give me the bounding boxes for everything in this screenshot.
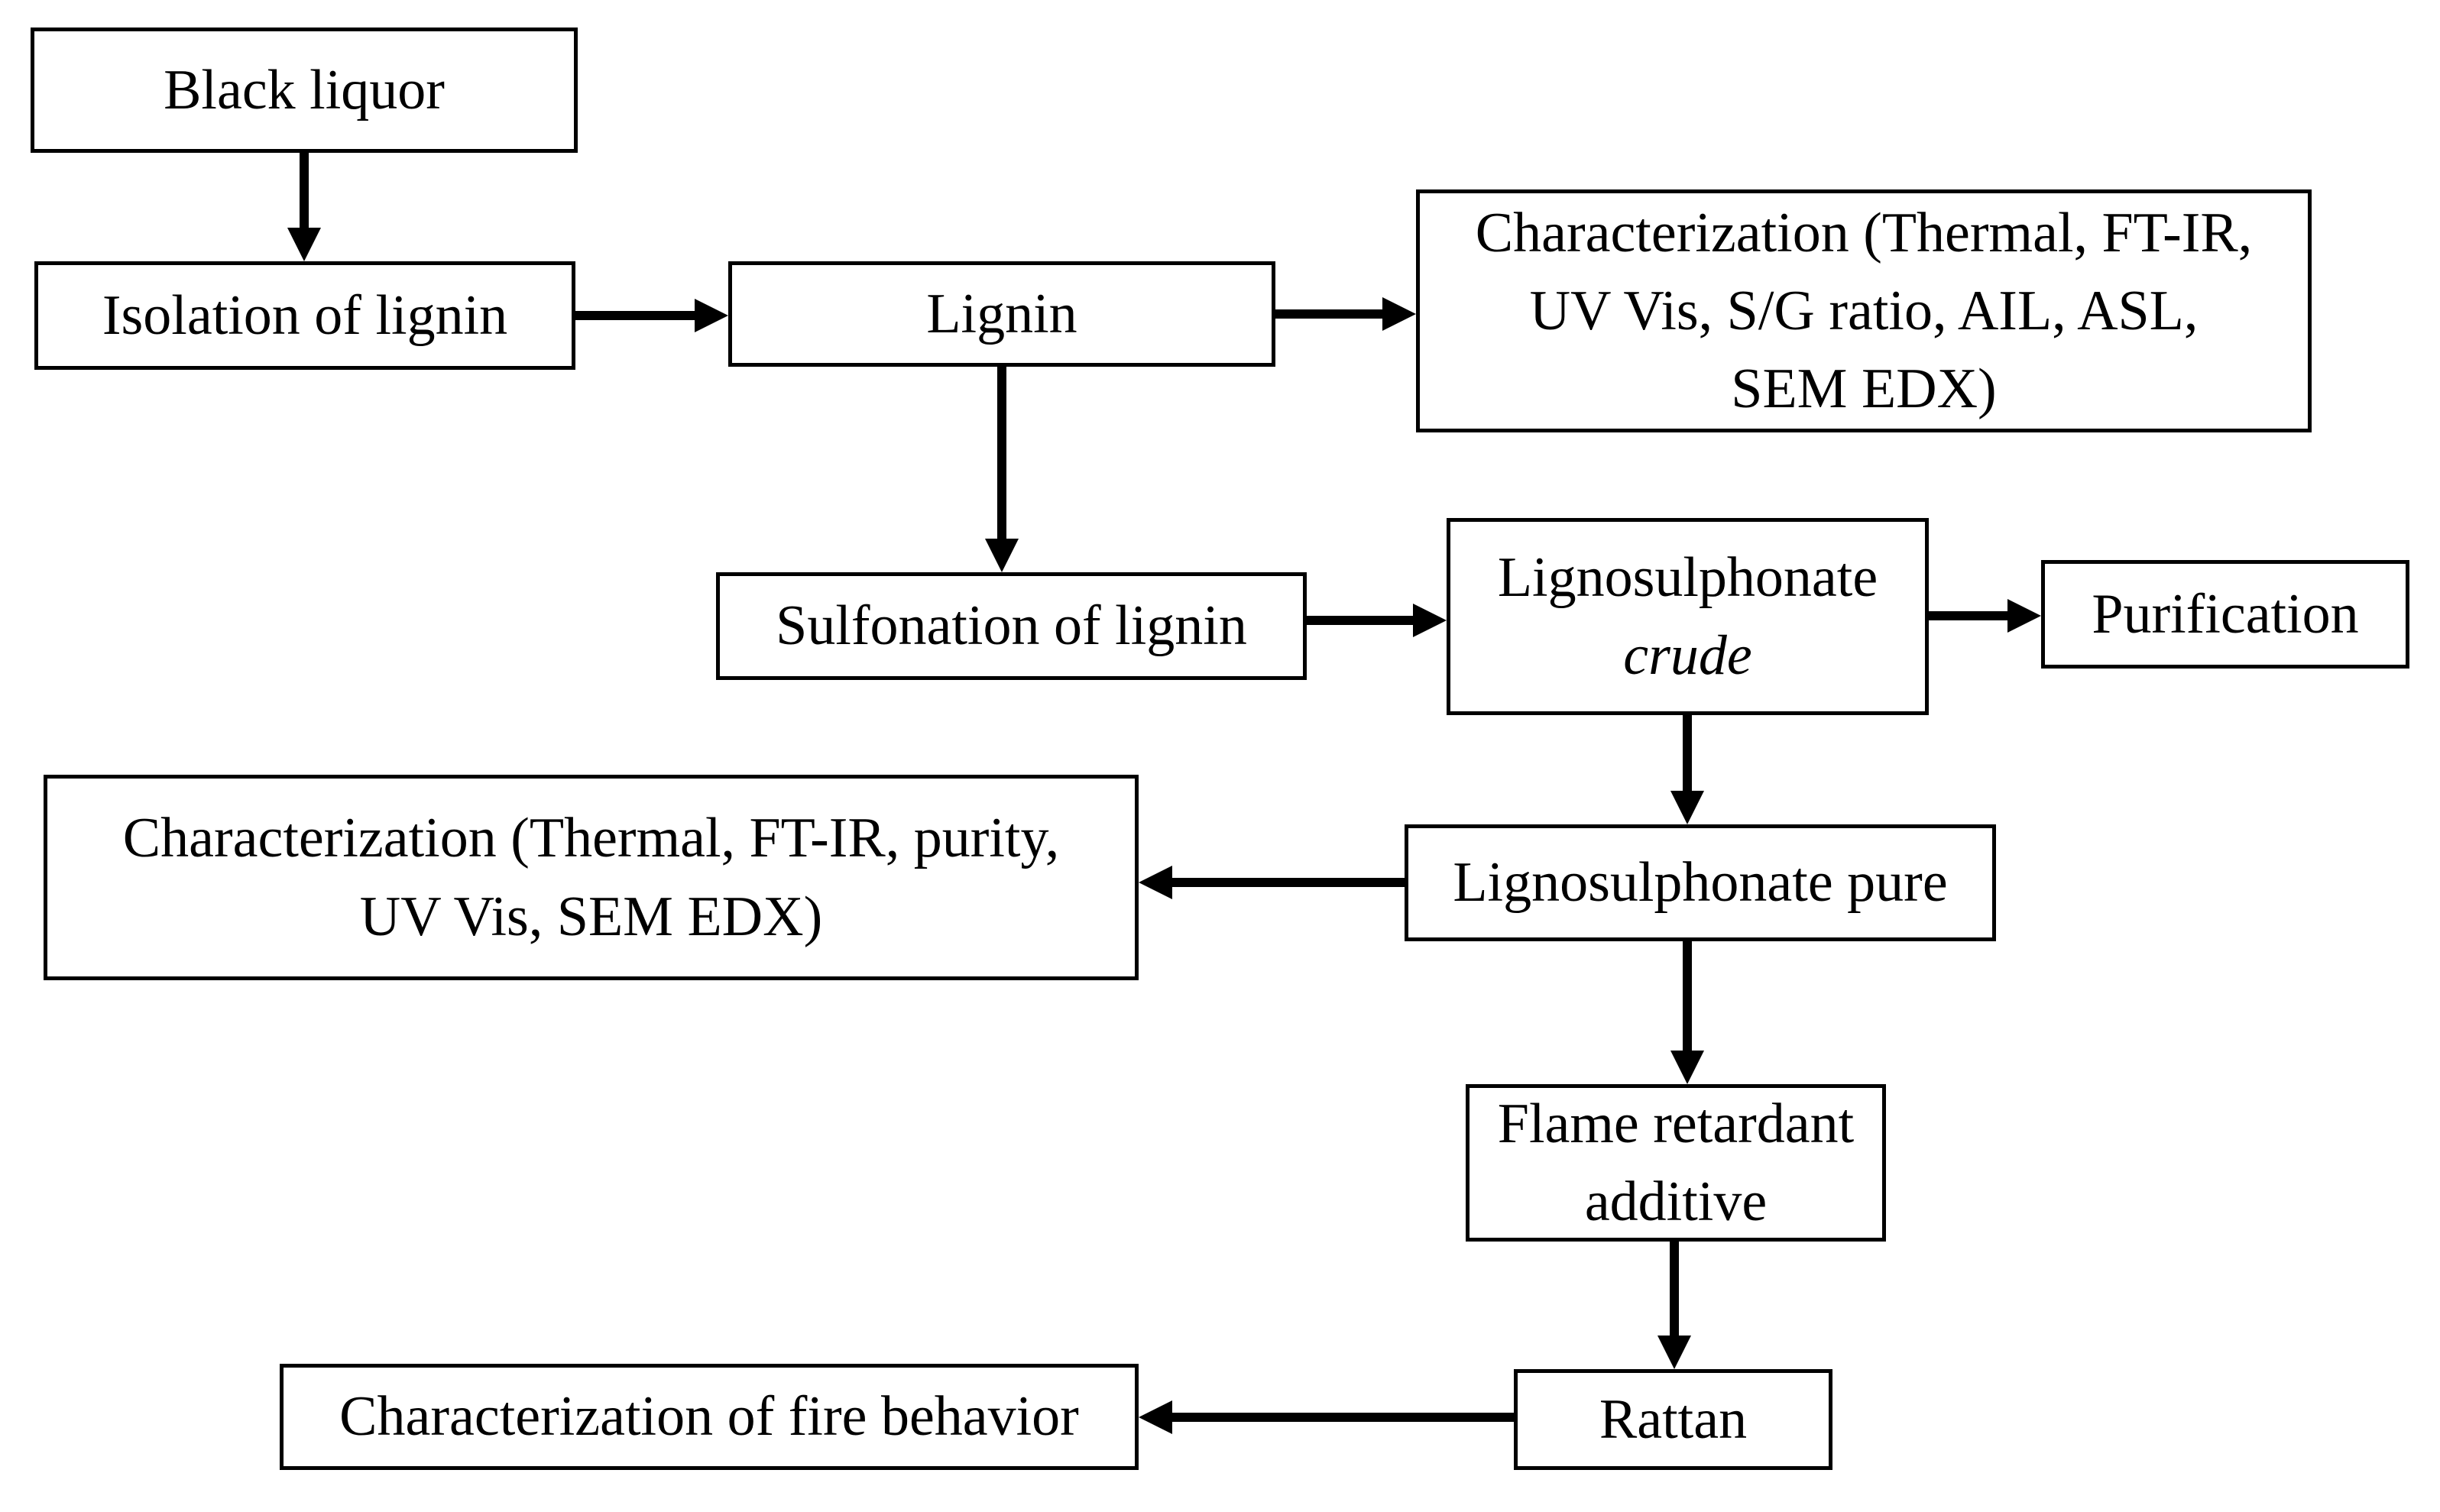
node-rattan-label: Rattan — [1599, 1387, 1748, 1451]
arrow-pure-to-characterization-shaft — [1171, 878, 1405, 887]
arrow-isolation-to-lignin-shaft — [575, 311, 696, 320]
node-isolation-of-lignin: Isolation of lignin — [34, 261, 575, 370]
arrow-pure-to-flame-retardant-shaft — [1683, 941, 1692, 1052]
arrow-lignin-to-characterization-head — [1382, 297, 1416, 331]
arrow-lignin-to-characterization-shaft — [1275, 309, 1384, 319]
node-lignosulphonate-pure-label: Lignosulphonate pure — [1453, 851, 1948, 915]
arrow-rattan-to-fire-characterization-shaft — [1171, 1413, 1515, 1422]
arrow-crude-to-pure-head — [1670, 791, 1704, 824]
node-lignosulphonate-crude-line-1: Lignosulphonate — [1497, 546, 1878, 609]
arrow-flame-retardant-to-rattan-shaft — [1670, 1242, 1679, 1337]
arrow-sulfonation-to-crude-shaft — [1307, 616, 1414, 625]
node-black-liquor-label: Black liquor — [164, 58, 445, 121]
arrow-black-liquor-to-isolation-shaft — [300, 153, 309, 229]
arrow-pure-to-characterization-head — [1139, 866, 1172, 899]
node-characterization-lignin: Characterization (Thermal, FT-IR, UV Vis… — [1416, 189, 2312, 432]
node-characterization-lignin-line-3: SEM EDX) — [1731, 358, 1997, 421]
node-isolation-of-lignin-label: Isolation of lignin — [102, 283, 508, 347]
node-lignosulphonate-crude-line-2: crude — [1623, 624, 1752, 687]
node-black-liquor: Black liquor — [31, 28, 578, 153]
node-lignin: Lignin — [728, 261, 1275, 367]
arrow-crude-to-purification-head — [2007, 599, 2041, 633]
node-flame-retardant-additive-line-2: additive — [1584, 1170, 1768, 1233]
arrow-crude-to-purification-shaft — [1929, 611, 2009, 620]
node-rattan: Rattan — [1514, 1369, 1832, 1470]
node-characterization-fire-behavior: Characterization of fire behavior — [280, 1364, 1139, 1470]
node-characterization-lignosulphonate-line-2: UV Vis, SEM EDX) — [359, 885, 823, 948]
arrow-isolation-to-lignin-head — [695, 299, 728, 332]
arrow-pure-to-flame-retardant-head — [1670, 1051, 1704, 1084]
node-purification-label: Purification — [2092, 582, 2359, 646]
node-lignosulphonate-pure: Lignosulphonate pure — [1405, 824, 1996, 941]
node-sulfonation-of-lignin-label: Sulfonation of lignin — [776, 594, 1247, 658]
arrow-sulfonation-to-crude-head — [1413, 604, 1447, 637]
node-lignosulphonate-crude: Lignosulphonate crude — [1447, 518, 1929, 715]
node-characterization-lignin-line-2: UV Vis, S/G ratio, AIL, ASL, — [1529, 279, 2199, 342]
arrow-lignin-to-sulfonation-shaft — [997, 367, 1006, 540]
node-characterization-lignin-line-1: Characterization (Thermal, FT-IR, — [1475, 201, 2253, 264]
arrow-black-liquor-to-isolation-head — [287, 228, 321, 261]
node-flame-retardant-additive-line-1: Flame retardant — [1497, 1092, 1855, 1155]
node-characterization-lignosulphonate: Characterization (Thermal, FT-IR, purity… — [44, 775, 1139, 980]
node-lignin-label: Lignin — [926, 282, 1077, 345]
node-purification: Purification — [2041, 560, 2409, 669]
arrow-crude-to-pure-shaft — [1683, 715, 1692, 792]
node-flame-retardant-additive: Flame retardant additive — [1466, 1084, 1886, 1242]
node-sulfonation-of-lignin: Sulfonation of lignin — [716, 572, 1307, 680]
arrow-lignin-to-sulfonation-head — [985, 539, 1019, 572]
arrow-rattan-to-fire-characterization-head — [1139, 1400, 1172, 1434]
node-characterization-fire-behavior-label: Characterization of fire behavior — [339, 1385, 1079, 1449]
node-characterization-lignosulphonate-line-1: Characterization (Thermal, FT-IR, purity… — [122, 807, 1060, 870]
arrow-flame-retardant-to-rattan-head — [1657, 1336, 1691, 1369]
